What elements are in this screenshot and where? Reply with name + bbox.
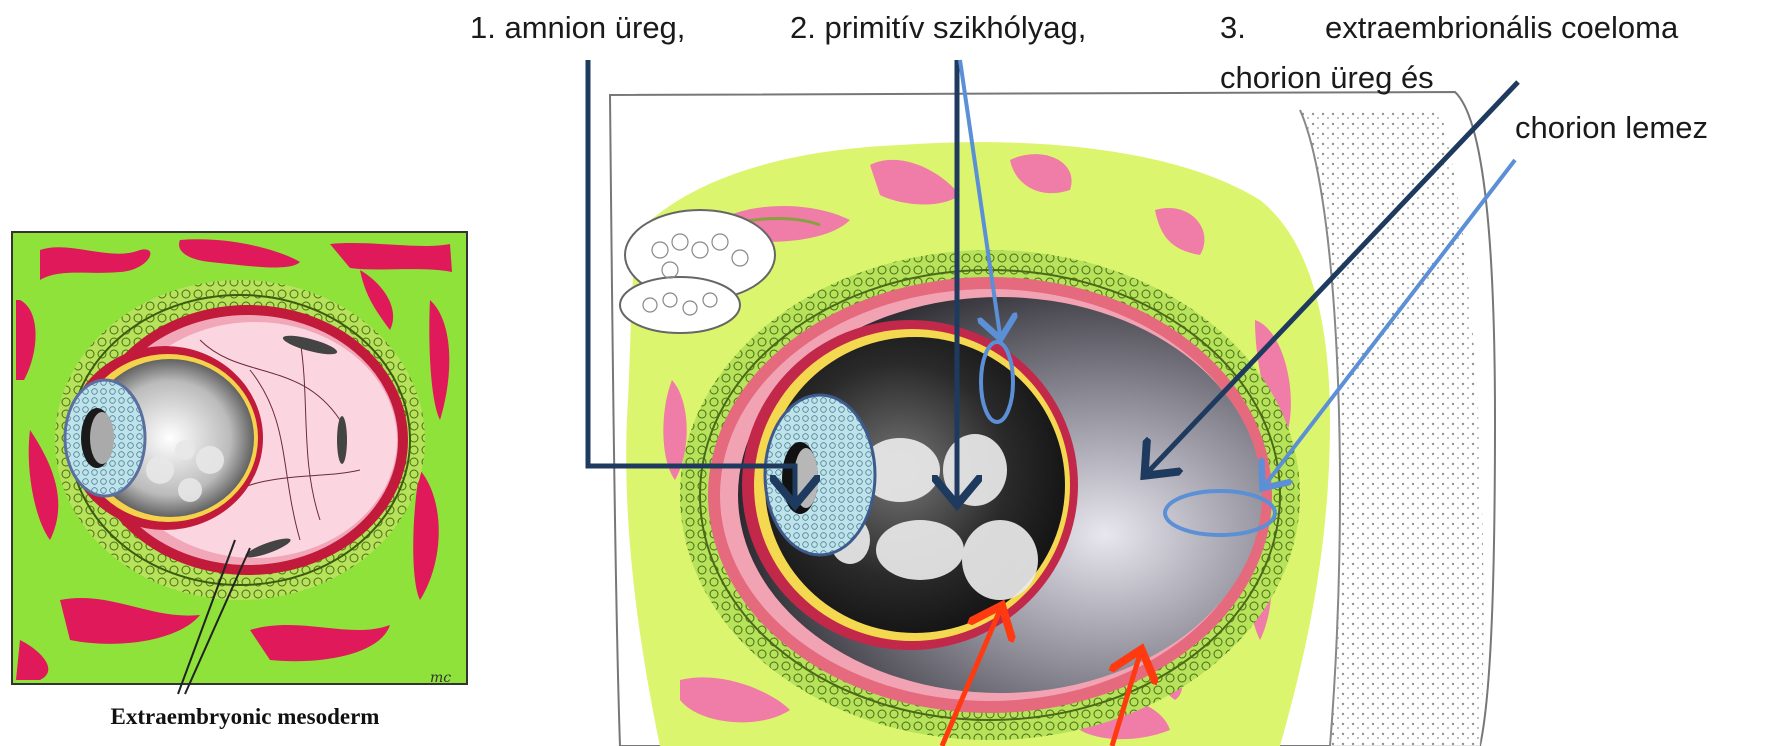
left-figure-caption: Extraembryonic mesoderm xyxy=(30,704,460,730)
label-chorion-cavity: chorion üreg és xyxy=(1220,62,1434,93)
label-amnion: 1. amnion üreg, xyxy=(470,12,685,43)
left-signature: mc xyxy=(430,670,451,686)
label-chorion-plate: chorion lemez xyxy=(1515,112,1708,143)
label-coeloma: extraembrionális coeloma xyxy=(1325,12,1678,43)
left-figure: mc xyxy=(12,232,467,694)
label-number-3: 3. xyxy=(1220,12,1246,43)
label-yolk-sac: 2. primitív szikhólyag, xyxy=(790,12,1086,43)
right-figure xyxy=(610,92,1495,746)
